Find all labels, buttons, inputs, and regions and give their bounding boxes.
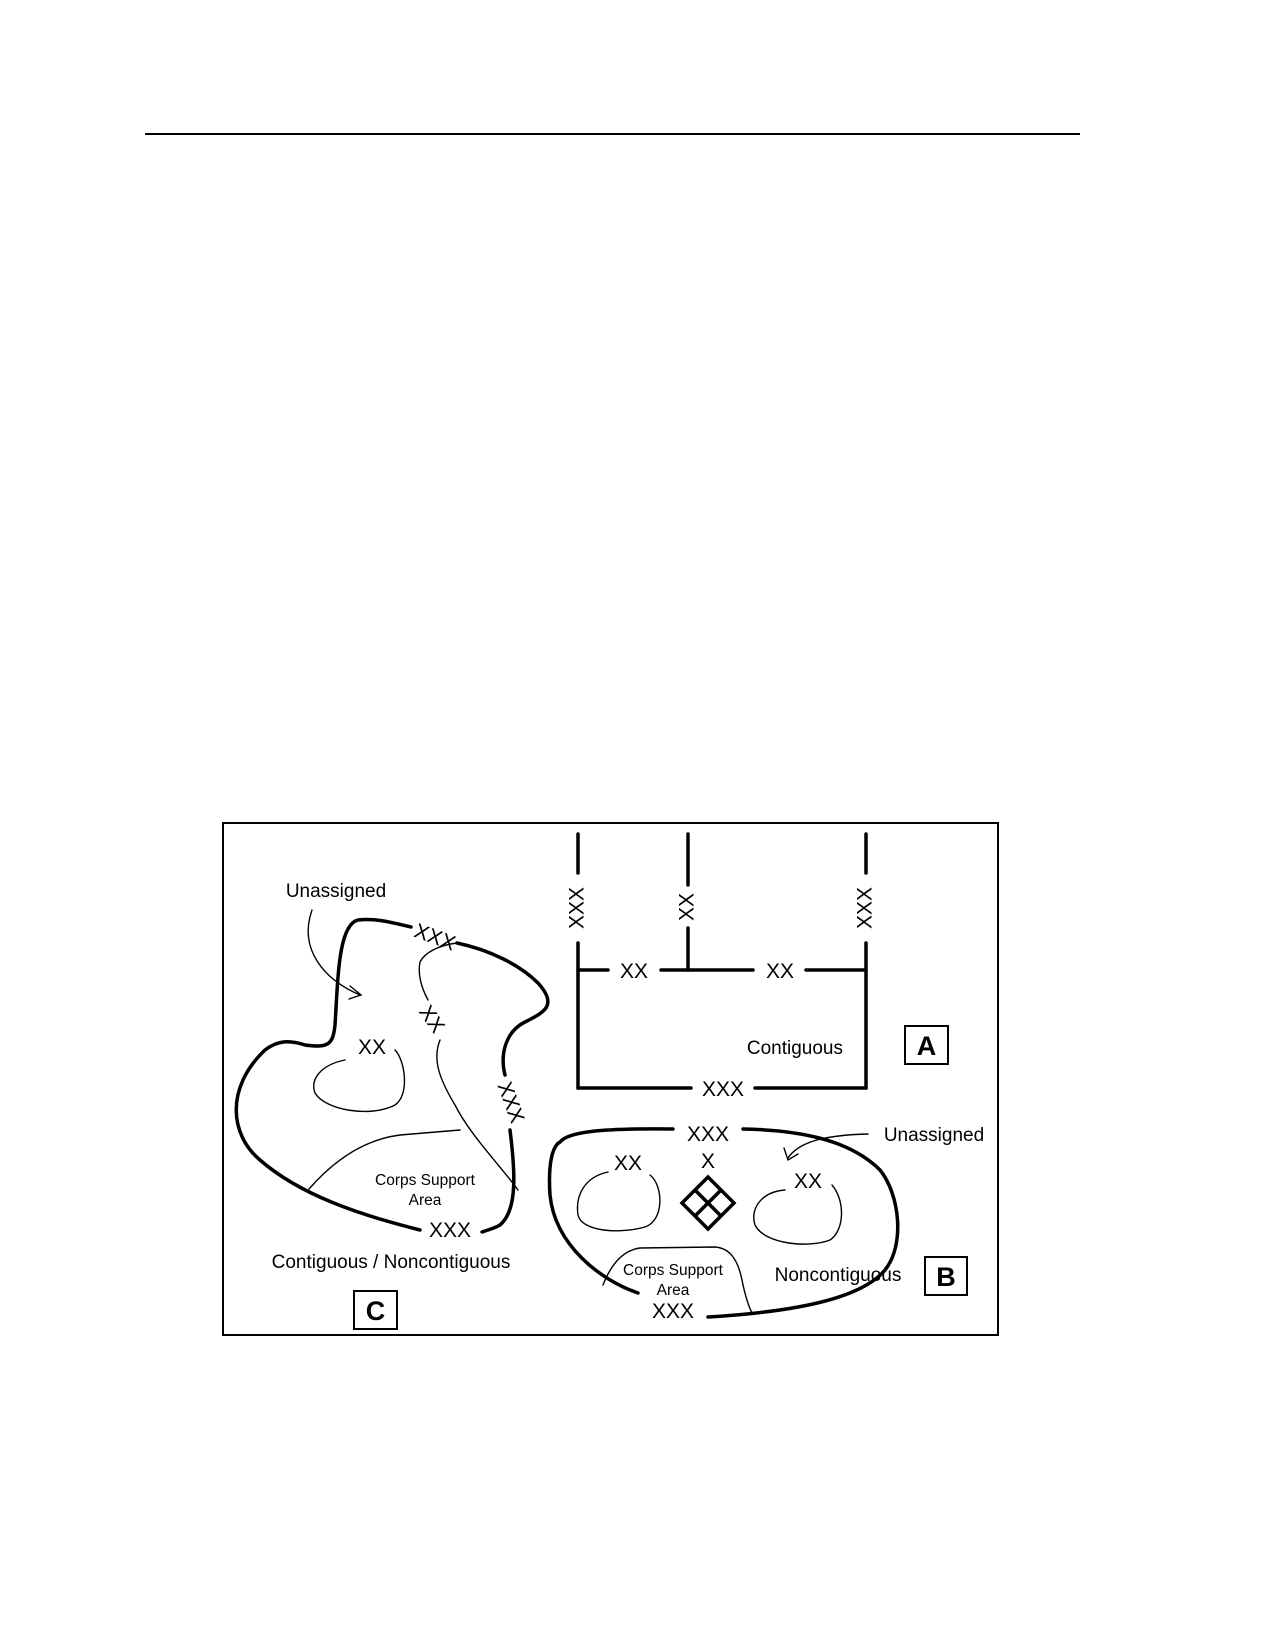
c-division-echelon-boundary: XX [414, 1001, 449, 1037]
c-division-echelon: XX [358, 1036, 386, 1059]
figure-frame [222, 822, 999, 1336]
a-division-echelon-right: XX [766, 960, 794, 983]
c-corps-support-area-label-2: Area [409, 1192, 442, 1209]
panel-b-letter: B [936, 1262, 956, 1292]
a-center-division-echelon: XX [676, 893, 699, 921]
c-bottom-corps-echelon: XXX [429, 1219, 471, 1242]
c-corps-boundary-northeast [455, 941, 550, 1077]
c-contiguous-noncontiguous-label: Contiguous / Noncontiguous [272, 1252, 511, 1273]
c-unassigned-label: Unassigned [286, 881, 386, 902]
c-corps-support-area-label-1: Corps Support [375, 1172, 476, 1189]
c-corps-boundary-east [480, 1128, 516, 1234]
panel-a-contiguous: XXX XX XXX XX XX XXX Contiguous A [566, 832, 949, 1101]
c-right-corps-echelon: XXX [493, 1079, 529, 1126]
panel-b-box [924, 1256, 968, 1296]
panel-c-letter: C [366, 1296, 386, 1326]
b-right-division-area [753, 1184, 843, 1245]
a-contiguous-label: Contiguous [747, 1038, 843, 1059]
c-unassigned-arrow [307, 909, 361, 996]
panel-a-box [904, 1025, 949, 1065]
c-corps-boundary-west [234, 917, 422, 1232]
b-right-division-echelon: XX [794, 1170, 822, 1193]
a-right-corps-echelon: XXX [854, 887, 877, 929]
panel-a-letter: A [917, 1031, 937, 1061]
a-division-echelon-left: XX [620, 960, 648, 983]
a-left-corps-echelon: XXX [566, 887, 589, 929]
c-division-area [313, 1049, 406, 1113]
a-bottom-corps-echelon: XXX [702, 1078, 744, 1101]
b-unassigned-arrow [787, 1133, 869, 1159]
c-division-boundary-north [418, 942, 458, 1001]
c-top-corps-echelon: XXX [411, 919, 458, 955]
c-corps-support-area-boundary [308, 1129, 461, 1190]
b-corps-boundary-right [706, 1127, 900, 1319]
b-corps-support-area-label-2: Area [657, 1282, 690, 1299]
b-unassigned-arrowhead [783, 1147, 799, 1162]
panel-c-mixed: XXX XXX XXX XX XX Corps Support Area Una… [234, 881, 550, 1330]
header-rule [145, 133, 1080, 135]
b-left-division-echelon: XX [614, 1152, 642, 1175]
b-bottom-corps-echelon: XXX [652, 1300, 694, 1323]
b-noncontiguous-label: Noncontiguous [775, 1265, 902, 1286]
panel-b-noncontiguous: XXX XXX XX XX X Corps Support Area Unass… [547, 1123, 984, 1323]
panel-c-box [353, 1290, 398, 1330]
b-corps-support-area-label-1: Corps Support [623, 1262, 724, 1279]
b-diamond-symbol [679, 1174, 737, 1232]
c-division-boundary-south [436, 1039, 519, 1191]
b-corps-support-area-boundary [602, 1246, 753, 1314]
b-left-division-area [576, 1171, 661, 1232]
b-unassigned-label: Unassigned [884, 1125, 984, 1146]
b-brigade-echelon: X [701, 1150, 715, 1173]
c-unassigned-arrowhead [348, 985, 363, 1000]
b-top-corps-echelon: XXX [687, 1123, 729, 1146]
b-corps-boundary-left [547, 1127, 675, 1295]
